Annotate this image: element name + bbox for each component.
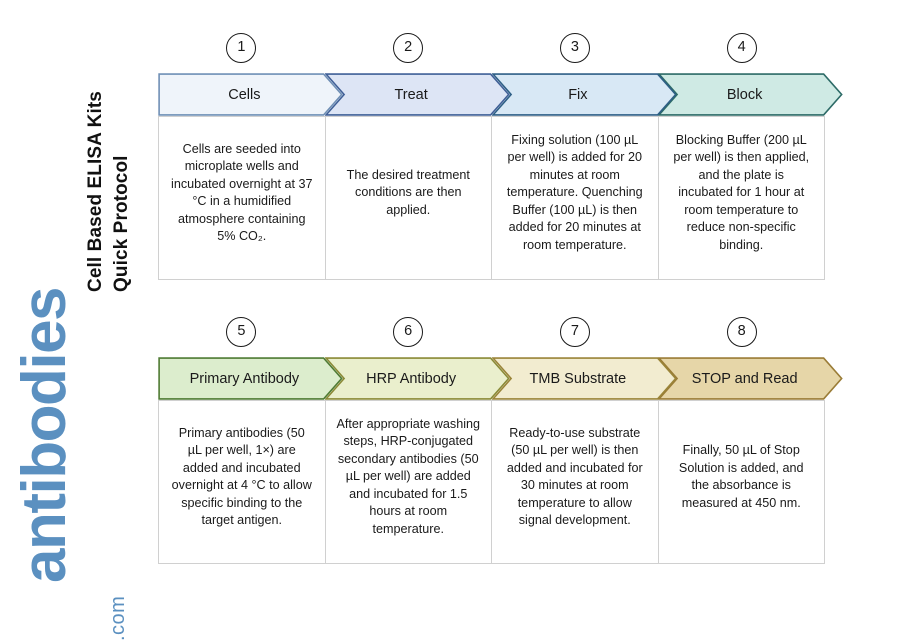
step-number-badge: 1 — [226, 33, 257, 63]
step-number-band: 1 2 3 4 — [158, 30, 848, 70]
step-description-band: Cells are seeded into microplate wells a… — [158, 116, 825, 280]
step-chevron-3[interactable]: Fix — [491, 73, 677, 116]
chevron-shape — [158, 73, 343, 116]
step-number-badge: 2 — [393, 33, 424, 63]
step-description-text: Cells are seeded into microplate wells a… — [171, 141, 313, 244]
step-chevron-2[interactable]: Treat — [324, 73, 510, 116]
chevron-shape — [324, 73, 510, 116]
chevron-shape — [158, 357, 343, 400]
step-description-cell: Primary antibodies (50 µL per well, 1×) … — [159, 401, 326, 563]
step-description-cell: After appropriate washing steps, HRP-con… — [326, 401, 492, 563]
step-description-cell: Blocking Buffer (200 µL per well) is the… — [659, 117, 825, 279]
step-header-band: Cells Treat Fix Block — [158, 73, 848, 116]
brand-logo: antibodies .com — [0, 288, 150, 641]
step-header-band: Primary Antibody HRP Antibody TMB Substrat… — [158, 357, 848, 400]
step-description-cell: Ready-to-use substrate (50 µL per well) … — [492, 401, 659, 563]
step-label: STOP and Read — [691, 370, 798, 387]
step-description-cell: Fixing solution (100 µL per well) is add… — [492, 117, 659, 279]
step-number-badge: 3 — [559, 33, 590, 63]
step-label: Fix — [568, 86, 588, 103]
step-description-text: After appropriate washing steps, HRP-con… — [336, 416, 481, 536]
brand-name: antibodies — [10, 287, 79, 583]
step-label: Cells — [228, 86, 261, 103]
step-description-text: Ready-to-use substrate (50 µL per well) … — [506, 425, 643, 528]
step-label: HRP Antibody — [366, 370, 457, 387]
step-number-badge: 8 — [726, 317, 757, 347]
step-description-text: Fixing solution (100 µL per well) is add… — [506, 132, 643, 252]
chevron-shape — [658, 357, 843, 400]
page-title-line-2: Quick Protocol — [111, 155, 132, 292]
step-chevron-8[interactable]: STOP and Read — [658, 357, 843, 400]
step-number-badge: 4 — [726, 33, 757, 63]
step-chevron-7[interactable]: TMB Substrate — [491, 357, 677, 400]
step-description-cell: Finally, 50 µL of Stop Solution is added… — [659, 401, 825, 563]
step-chevron-5[interactable]: Primary Antibody — [158, 357, 343, 400]
step-description-band: Primary antibodies (50 µL per well, 1×) … — [158, 400, 825, 564]
chevron-shape — [658, 73, 843, 116]
step-number-badge: 7 — [559, 317, 590, 347]
brand-tld: .com — [107, 595, 129, 641]
step-number-badge: 5 — [226, 317, 257, 347]
step-number-badge: 6 — [393, 317, 424, 347]
step-description-text: Finally, 50 µL of Stop Solution is added… — [678, 443, 804, 510]
step-label: Block — [726, 86, 763, 103]
step-label: TMB Substrate — [529, 370, 627, 387]
step-description-text: Blocking Buffer (200 µL per well) is the… — [673, 132, 810, 252]
step-description-cell: The desired treatment conditions are the… — [326, 117, 492, 279]
step-label: Treat — [394, 86, 428, 103]
chevron-shape — [491, 73, 677, 116]
step-description-text: The desired treatment conditions are the… — [346, 167, 470, 217]
step-number-band: 5 6 7 8 — [158, 314, 848, 354]
chevron-shape — [491, 357, 677, 400]
step-chevron-1[interactable]: Cells — [158, 73, 343, 116]
step-chevron-6[interactable]: HRP Antibody — [324, 357, 510, 400]
step-description-text: Primary antibodies (50 µL per well, 1×) … — [171, 425, 312, 528]
step-label: Primary Antibody — [189, 370, 300, 387]
page-title-line-1: Cell Based ELISA Kits — [85, 91, 106, 292]
step-chevron-4[interactable]: Block — [658, 73, 843, 116]
step-description-cell: Cells are seeded into microplate wells a… — [159, 117, 326, 279]
chevron-shape — [324, 357, 510, 400]
